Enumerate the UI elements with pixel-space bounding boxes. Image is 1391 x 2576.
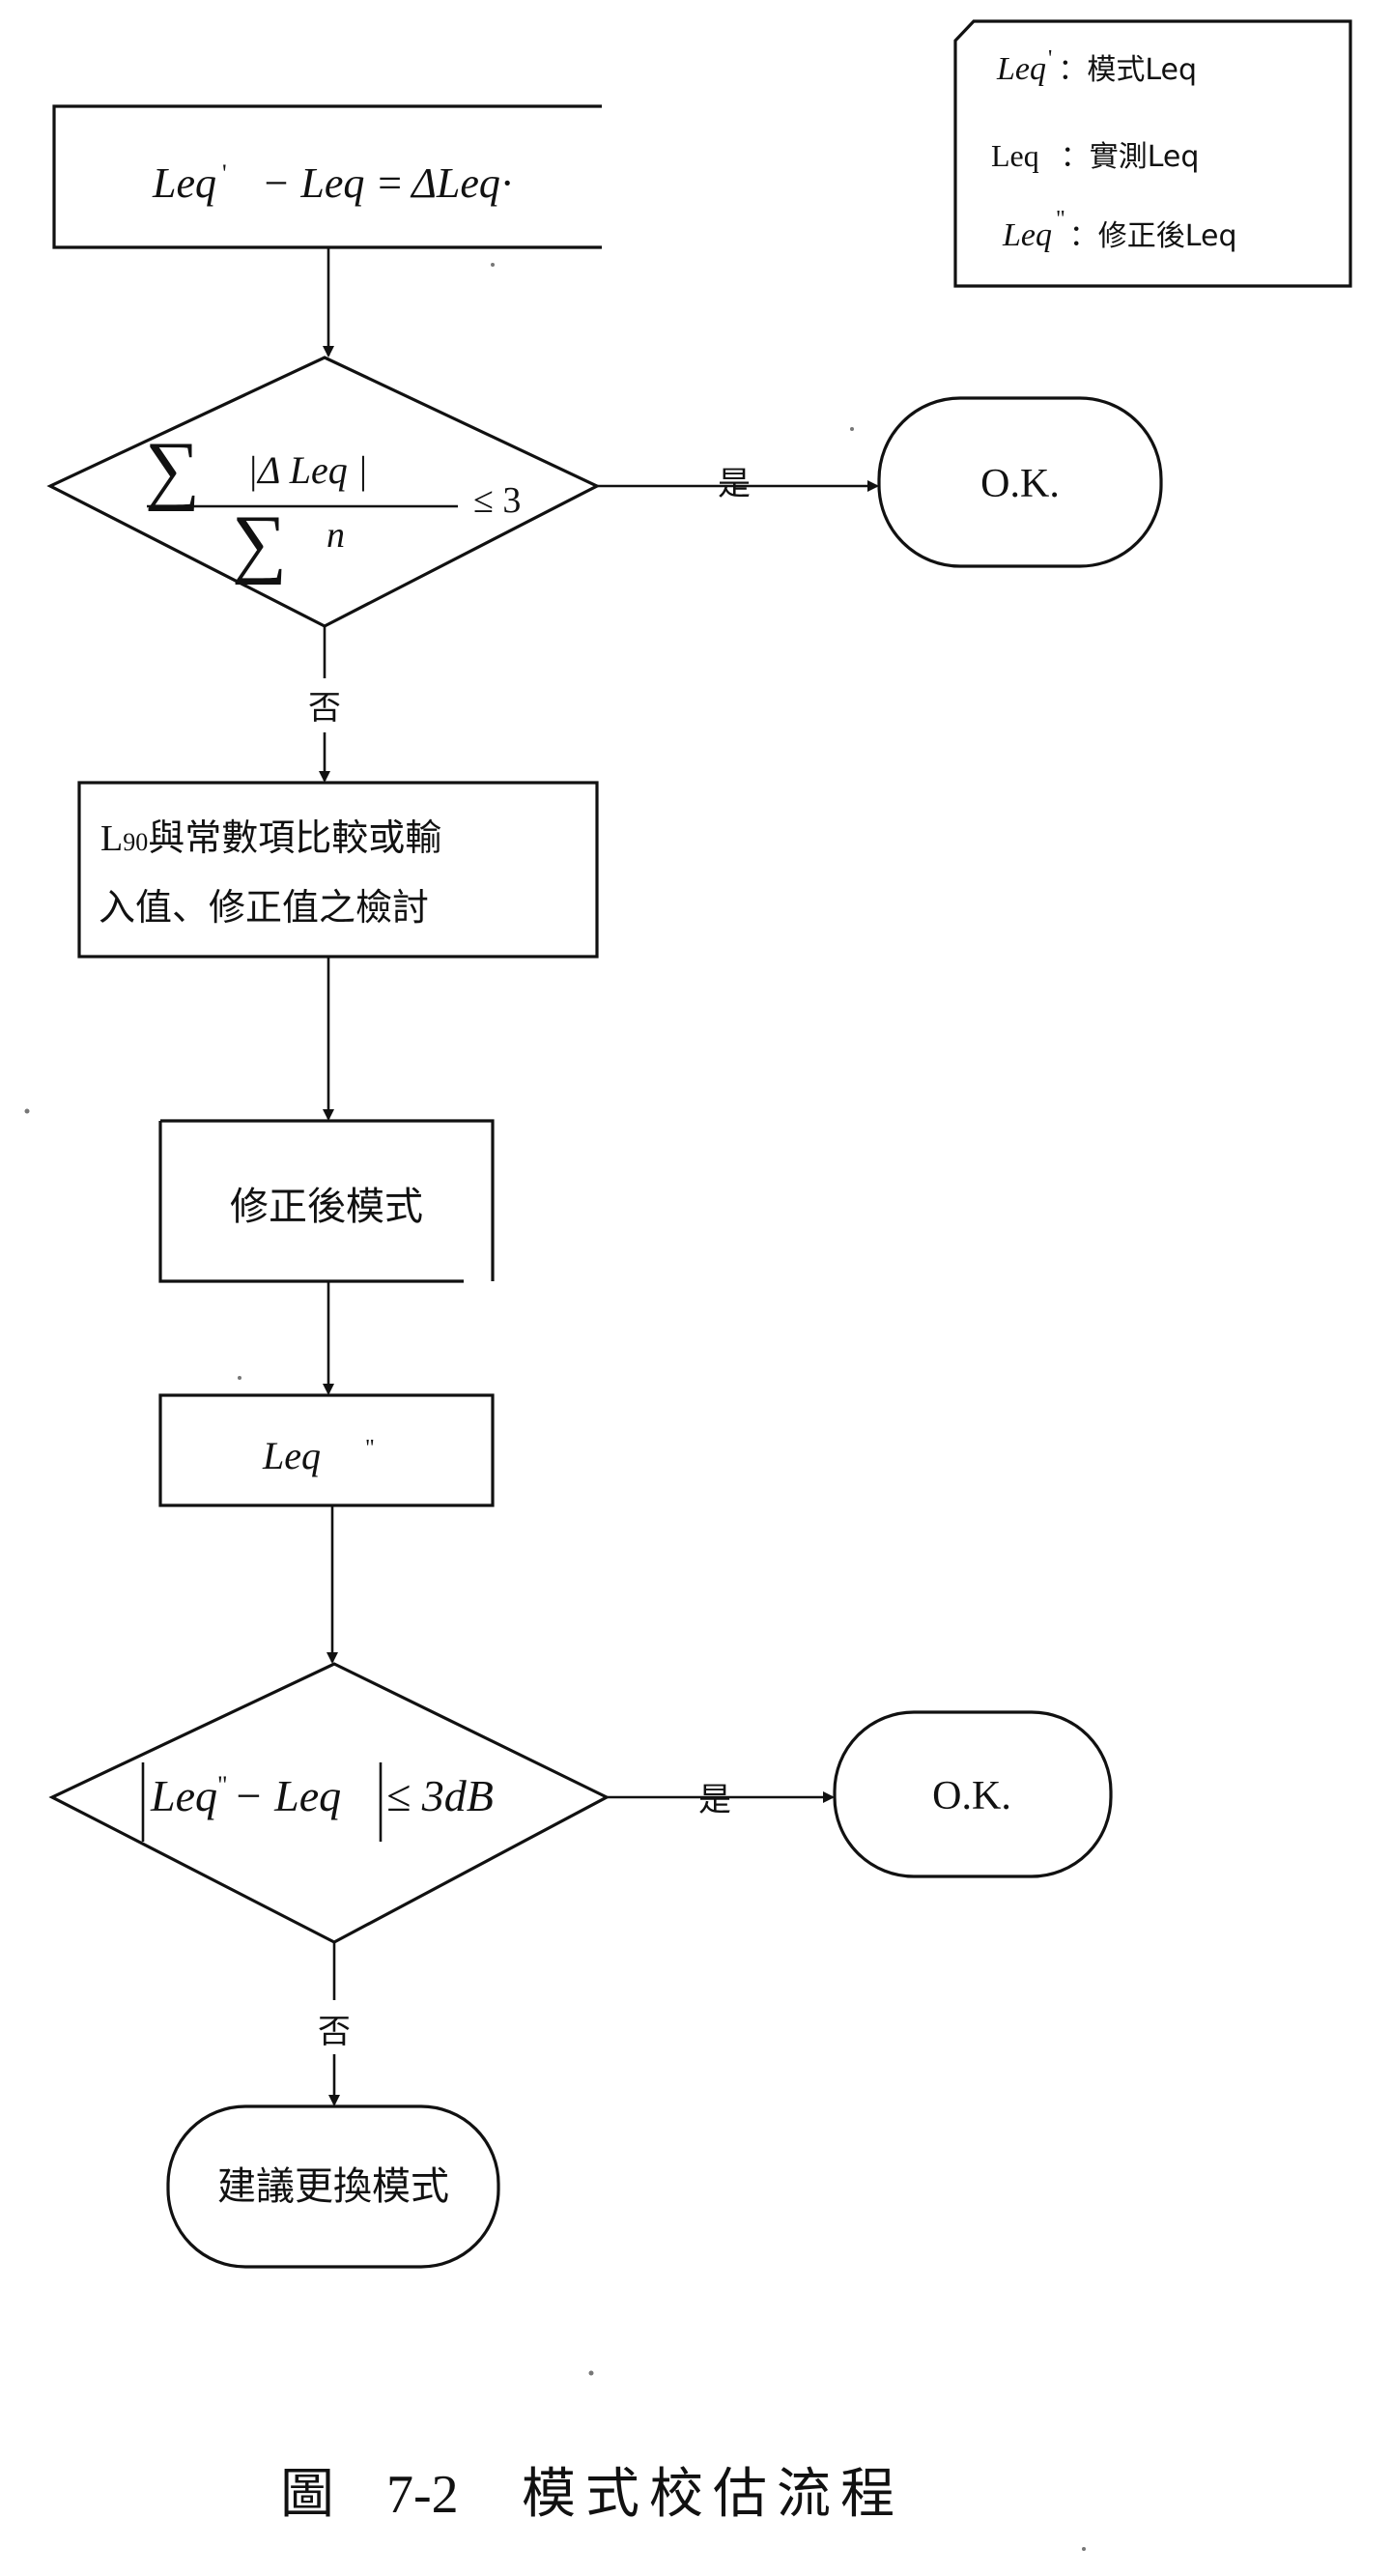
legend-symbol-corrected: Leq	[1002, 217, 1052, 253]
process-1-line2: 入值、修正值之檢討	[99, 886, 429, 929]
process-2: 修正後模式	[158, 1119, 495, 1283]
start-minus: − Leq =	[262, 159, 404, 207]
end-node: 建議更換模式	[166, 2104, 500, 2269]
decision-2-lhs: Leq	[150, 1771, 217, 1820]
legend-sep-model: ：	[1058, 53, 1087, 87]
edges: 是 否 是 否	[308, 247, 879, 2106]
decision-1-sum-bottom: ∑	[232, 501, 287, 586]
svg-text:Leq"：修正後Leq: Leq"：修正後Leq	[1002, 207, 1236, 253]
legend-mark-model: '	[1048, 46, 1052, 72]
process-1-line1: 與常數項比較或輸	[148, 816, 441, 859]
process-3-mark: "	[365, 1436, 375, 1461]
figure-caption: 圖 7-2 模式校估流程	[280, 2463, 904, 2526]
decision-1-numerator: |Δ Leq |	[247, 448, 368, 492]
process-1-l: L	[100, 818, 123, 859]
caption-title: 模式校估流程	[522, 2463, 904, 2526]
process-2-label: 修正後模式	[230, 1185, 423, 1229]
process-3-label: Leq	[262, 1434, 321, 1477]
decision-1-sum-top: ∑	[145, 427, 200, 512]
process-2-box	[158, 1119, 495, 1283]
legend-sep-measured: ：	[1061, 140, 1090, 174]
ok-2: O.K.	[833, 1710, 1113, 1878]
end-label: 建議更換模式	[217, 2164, 449, 2209]
ok-1-label: O.K.	[980, 462, 1060, 506]
start-rhs-mark: ·	[500, 159, 515, 207]
decision-1-condition: ≤ 3	[473, 480, 521, 521]
process-1-box	[77, 781, 599, 959]
legend: Leq'：模式Leq Leq：實測Leq Leq"：修正後Leq	[953, 19, 1352, 288]
decision-2-mark: "	[217, 1771, 228, 1799]
legend-symbol-model: Leq	[996, 51, 1046, 87]
legend-sep-corrected: ：	[1069, 219, 1098, 253]
label-no-1: 否	[308, 689, 341, 728]
ok-1: O.K.	[877, 396, 1163, 568]
ok-2-terminator	[833, 1710, 1113, 1878]
scan-specks	[24, 263, 1086, 2551]
end-terminator	[166, 2104, 500, 2269]
process-1-sub: 90	[123, 828, 148, 856]
legend-symbol-measured: Leq	[991, 138, 1039, 173]
label-no-2: 否	[318, 2013, 351, 2051]
svg-text:Leq"− Leq: Leq"− Leq	[150, 1771, 341, 1820]
ok-2-label: O.K.	[932, 1774, 1011, 1818]
start-rhs: ΔLeq	[410, 159, 500, 207]
legend-desc-measured: 實測Leq	[1090, 140, 1200, 174]
start-box: Leq' − Leq =ΔLeq·	[52, 104, 602, 249]
legend-desc-corrected: 修正後Leq	[1098, 219, 1237, 253]
process-3: Leq "	[158, 1393, 495, 1507]
svg-text:Leq'：模式Leq: Leq'：模式Leq	[996, 46, 1197, 87]
legend-box	[953, 19, 1352, 288]
decision-2-rest: − Leq	[234, 1771, 342, 1820]
svg-text:L90與常數項比較或輸: L90與常數項比較或輸	[100, 816, 441, 859]
decision-2-condition: ≤ 3dB	[386, 1771, 494, 1820]
start-lhs-mark: '	[222, 159, 227, 187]
decision-1-denominator: n	[326, 515, 345, 556]
legend-mark-corrected: "	[1056, 207, 1065, 232]
legend-desc-model: 模式Leq	[1087, 53, 1197, 87]
svg-text:Leq：實測Leq: Leq ：實測Leq	[991, 138, 1199, 174]
decision-2: Leq"− Leq ≤ 3dB	[48, 1662, 610, 1944]
caption-number: 7-2	[386, 2465, 459, 2525]
svg-text:Leq": Leq "	[262, 1434, 375, 1477]
label-yes-2: 是	[698, 1781, 731, 1819]
ok-1-terminator	[877, 396, 1163, 568]
label-yes-1: 是	[718, 465, 751, 503]
process-3-box	[158, 1393, 495, 1507]
decision-1: ∑ |Δ Leq | ∑ n ≤ 3	[46, 356, 601, 628]
process-1: L90與常數項比較或輸 入值、修正值之檢討	[77, 781, 599, 959]
start-box-equation: Leq' − Leq =ΔLeq·	[152, 159, 515, 207]
caption-prefix: 圖	[280, 2463, 334, 2526]
start-lhs: Leq	[152, 159, 216, 207]
